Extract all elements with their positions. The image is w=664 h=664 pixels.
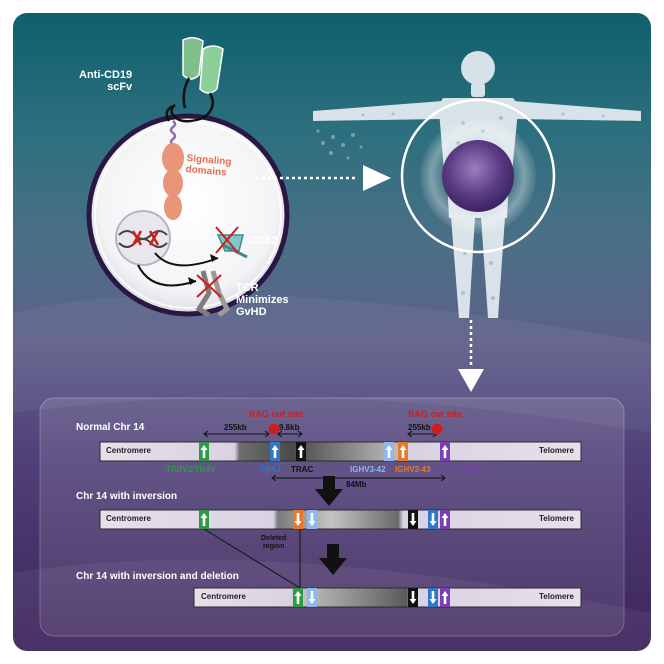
- row3-telomere: Telomere: [539, 592, 574, 601]
- deleted-region-line-1: [203, 528, 301, 589]
- rag-cut-dot-2: [431, 423, 443, 435]
- gene-marker-arrow-up: [441, 591, 449, 604]
- tumor-orb: [442, 140, 514, 212]
- gene-marker-arrow-up: [385, 445, 393, 458]
- gene-markers: [199, 442, 450, 607]
- chr14-inversion-deletion-bar: [193, 587, 582, 608]
- dist-84mb: 84Mb: [346, 480, 367, 489]
- gene-label-trac: TRAC: [291, 465, 314, 474]
- gene-marker-arrow-up: [271, 445, 279, 458]
- dotted-cloud: [316, 129, 363, 160]
- gene-marker-arrow-up: [200, 513, 208, 526]
- scfv-receptor-icon: [165, 37, 224, 123]
- distance-lines: [203, 430, 446, 482]
- gene-marker-arrow-down: [409, 513, 417, 526]
- nucleus-icon: [115, 210, 171, 266]
- row2-centromere: Centromere: [106, 514, 151, 523]
- gene-marker-arrow-down: [294, 513, 302, 526]
- dist-9-8kb: 9.8kb: [279, 423, 300, 432]
- cd52-icon: [215, 226, 248, 259]
- gene-label-trdv2: TRDV2/TRAV: [166, 465, 216, 474]
- body-to-panel-arrowhead: [458, 369, 484, 392]
- gene-marker-arrow-down: [429, 513, 437, 526]
- gene-label-ighv3-43: IGHV3-43: [395, 465, 431, 474]
- gene-marker-arrow-up: [297, 445, 305, 458]
- gene-marker-arrow-down: [409, 591, 417, 604]
- nucleus-arrow-2: [137, 264, 197, 287]
- chr14-inversion-bar: [99, 509, 582, 530]
- signaling-domains-icon: [162, 143, 184, 220]
- gene-label-ighv3-42: IGHV3-42: [350, 465, 386, 474]
- row2-title: Chr 14 with inversion: [76, 491, 178, 502]
- figure-frame: Anti-CD19 scFv Signaling domains CD52 TC…: [13, 13, 651, 651]
- rag-cut-dot-1: [268, 423, 280, 435]
- gene-label-traj: TRAJ: [260, 465, 281, 474]
- down-arrow-2: [319, 544, 347, 575]
- tcr-icon: [195, 270, 231, 318]
- row3-centromere: Centromere: [201, 592, 246, 601]
- scfv-label: Anti-CD19 scFv: [79, 69, 133, 93]
- row1-telomere: Telomere: [539, 446, 574, 455]
- gene-marker-arrow-up: [200, 445, 208, 458]
- row1-centromere: Centromere: [106, 446, 151, 455]
- figure-canvas: [13, 37, 651, 651]
- tcr-label: TCR Minimizes GvHD: [236, 282, 289, 318]
- nucleus-arrow-1-head: [210, 254, 218, 262]
- nucleus-arrow-1: [154, 252, 219, 267]
- rag-cut-label-2: RAG cut site: [408, 409, 463, 419]
- gene-marker-arrow-down: [308, 513, 316, 526]
- deleted-region-label: Deleted region: [261, 535, 287, 550]
- cell-to-body-arrowhead: [363, 165, 391, 191]
- gene-marker-arrow-up: [441, 513, 449, 526]
- row1-title: Normal Chr 14: [76, 422, 145, 433]
- gene-label-ighv3-69-1: IGHV 3-69-1: [440, 465, 485, 474]
- gene-marker-arrow-down: [308, 591, 316, 604]
- rag-cut-label-1: RAG cut site: [249, 409, 304, 419]
- gene-marker-arrow-up: [294, 591, 302, 604]
- gene-marker-arrow-up: [441, 445, 449, 458]
- dist-255kb-left: 255kb: [224, 423, 247, 432]
- chr14-normal-bar: [99, 441, 582, 462]
- row3-title: Chr 14 with inversion and deletion: [76, 571, 239, 582]
- nucleus-arrow-2-head: [188, 277, 196, 285]
- row2-telomere: Telomere: [539, 514, 574, 523]
- dist-255kb-right: 255kb: [408, 423, 431, 432]
- gene-marker-arrow-down: [429, 591, 437, 604]
- down-arrow-1: [315, 476, 343, 506]
- cd52-label: CD52: [249, 235, 278, 247]
- gene-marker-arrow-up: [399, 445, 407, 458]
- target-ring: [400, 98, 556, 254]
- signaling-label: Signaling domains: [185, 153, 232, 179]
- transmembrane-domain: [169, 120, 177, 146]
